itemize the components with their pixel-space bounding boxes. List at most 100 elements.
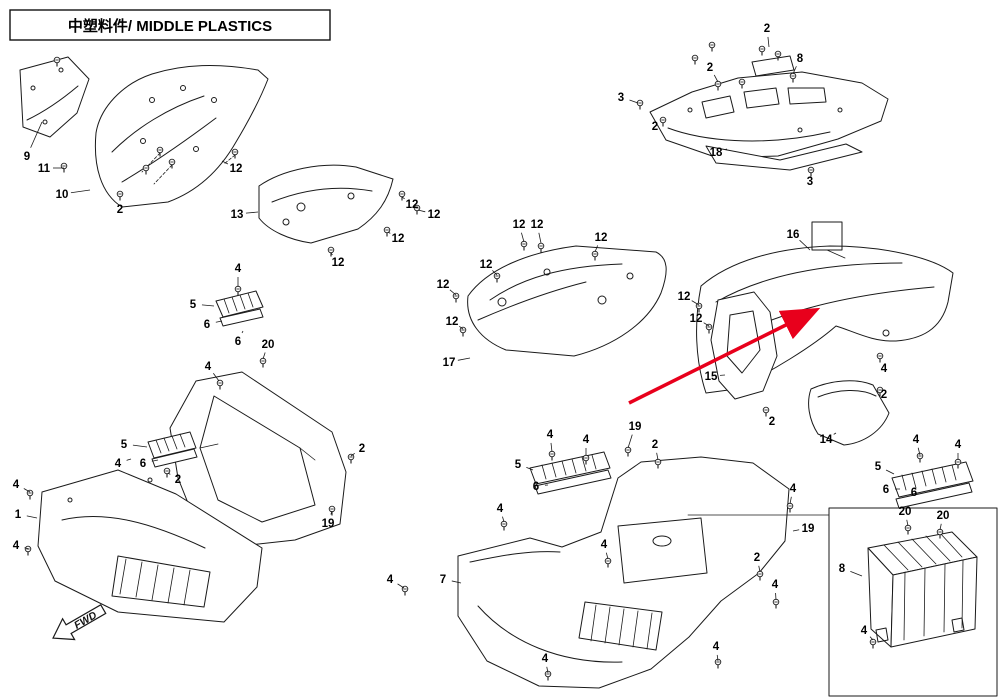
part-callout-4: 4 [790, 483, 797, 495]
part-callout-2: 2 [707, 62, 713, 74]
callout-leader [449, 289, 457, 296]
part-callout-20: 20 [262, 339, 275, 351]
part-callout-19: 19 [322, 518, 335, 530]
part-callout-4: 4 [205, 361, 212, 373]
screw-icon [691, 54, 699, 65]
screw-icon [493, 272, 501, 283]
screw-icon [452, 292, 460, 303]
part-callout-3: 3 [807, 176, 813, 188]
callout-leader [451, 580, 462, 584]
screw-icon [659, 116, 667, 127]
callout-leader [457, 357, 471, 361]
part-callout-12: 12 [531, 219, 544, 231]
part-callout-8: 8 [797, 53, 804, 65]
part-callout-12: 12 [513, 219, 526, 231]
callout-leader [538, 232, 542, 244]
part-callout-18: 18 [710, 147, 723, 159]
screw-icon [636, 99, 644, 110]
screw-icon [60, 162, 68, 173]
part-callout-4: 4 [235, 263, 242, 275]
part-callout-6: 6 [235, 336, 241, 348]
part-callout-2: 2 [359, 443, 365, 455]
callout-leader [792, 529, 800, 532]
part-callout-2: 2 [881, 389, 887, 401]
screw-icon [163, 467, 171, 478]
callout-leader [245, 211, 259, 214]
screw-icon [327, 246, 335, 257]
callout-leader [546, 666, 549, 674]
callout-leader [126, 458, 132, 461]
part-callout-19: 19 [802, 523, 815, 535]
part-13-drawing [259, 165, 393, 243]
callout-leader [703, 322, 710, 327]
part-callout-13: 13 [231, 209, 244, 221]
callout-leader [350, 452, 355, 457]
part-callout-10: 10 [56, 189, 69, 201]
callout-leader [594, 245, 599, 253]
callout-leader [167, 472, 171, 475]
screw-icon [168, 158, 176, 169]
screw-icon [936, 528, 944, 539]
part-callout-4: 4 [583, 434, 590, 446]
part-callout-12: 12 [230, 163, 243, 175]
part-callout-6: 6 [883, 484, 889, 496]
step-plate-right-drawing [892, 462, 973, 508]
part-7-drawing [458, 457, 789, 688]
screw-icon [876, 352, 884, 363]
part-callout-4: 4 [497, 503, 504, 515]
screw-icon [591, 250, 599, 261]
part-callout-12: 12 [406, 199, 419, 211]
callout-leader [885, 469, 895, 475]
step-plate-middle-drawing [530, 452, 611, 494]
callout-leader [850, 570, 863, 577]
screw-icon [156, 146, 164, 157]
callout-leader [789, 496, 792, 505]
screw-icon [259, 357, 267, 368]
screw-icon [548, 450, 556, 461]
screw-icon [758, 45, 766, 56]
screw-icon [398, 190, 406, 201]
part-callout-6: 6 [533, 481, 539, 493]
callout-leader [492, 270, 498, 276]
part-callout-2: 2 [769, 416, 775, 428]
callout-leader [24, 547, 30, 550]
fwd-arrow-shape [52, 603, 107, 641]
screw-icon [500, 520, 508, 531]
part-callout-4: 4 [713, 641, 720, 653]
callout-leader [459, 325, 464, 330]
callout-leader [605, 552, 609, 560]
part-callout-16: 16 [787, 229, 800, 241]
callout-leader [833, 432, 837, 435]
callout-leader [656, 452, 659, 461]
callout-leader [397, 583, 405, 589]
part-callout-5: 5 [515, 459, 522, 471]
screw-icon [413, 204, 421, 215]
callout-leader [262, 352, 266, 360]
part-callout-11: 11 [38, 163, 51, 175]
part-14-drawing [809, 381, 889, 445]
part-18-drawing [650, 56, 888, 170]
callout-leader [917, 447, 921, 456]
part-callout-14: 14 [820, 434, 833, 446]
part-callout-4: 4 [115, 458, 122, 470]
callout-leader [241, 330, 244, 334]
part-callout-4: 4 [13, 479, 20, 491]
screw-icon [756, 570, 764, 581]
part-callout-7: 7 [440, 574, 446, 586]
part-callout-4: 4 [955, 439, 962, 451]
callout-leader [869, 636, 874, 641]
screw-icon [142, 164, 150, 175]
part-callout-3: 3 [618, 92, 624, 104]
part-callout-12: 12 [392, 233, 405, 245]
callout-leader [758, 565, 761, 573]
callout-leader [799, 239, 811, 251]
callout-leader [627, 434, 633, 449]
pointer-arrow [628, 307, 821, 405]
part-callout-4: 4 [547, 429, 554, 441]
part-callout-5: 5 [121, 439, 128, 451]
callout-leader [691, 300, 700, 306]
title-block: 中塑料件/ MIDDLE PLASTICS [9, 9, 331, 41]
screw-icon [520, 240, 528, 251]
callout-leader [724, 148, 728, 151]
